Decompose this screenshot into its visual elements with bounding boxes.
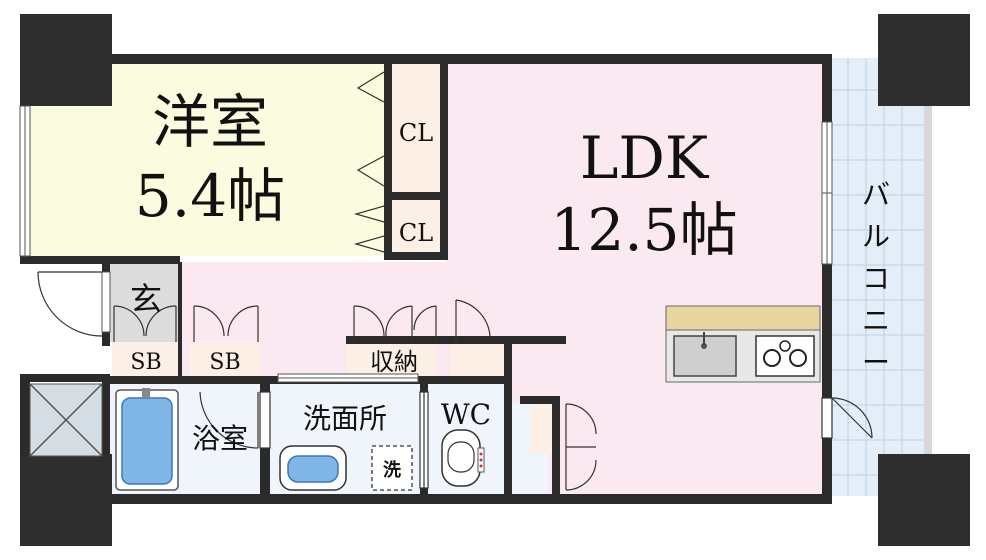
washer-space: [371, 445, 413, 491]
balcony-char-4: ニ: [862, 304, 890, 337]
window-hall: [277, 373, 419, 383]
closet-lower-floor: [392, 200, 440, 256]
stove: [755, 335, 815, 377]
balcony-door-swing: [821, 397, 873, 439]
entrance-floor: [110, 262, 180, 342]
toilet: [441, 429, 485, 487]
balcony-floor: [830, 58, 926, 496]
western-room-name: 洋室: [152, 88, 268, 156]
closet-upper-floor: [392, 64, 440, 192]
storage-doors: [353, 305, 437, 342]
bathtub: [115, 388, 179, 491]
sb-left-doors: [113, 305, 177, 342]
wc-door-swing: [419, 391, 429, 489]
closet-lower-doors: [353, 205, 385, 253]
sb-right-label: SB: [209, 350, 240, 375]
wash-basin: [279, 445, 347, 491]
small-closet-floor: [450, 344, 504, 376]
window-ldk: [821, 121, 833, 265]
storage-label: 収納: [370, 348, 418, 376]
pillar-top-left: [20, 14, 112, 106]
balcony-char-5: ー: [862, 346, 890, 379]
sb-left-floor: [112, 342, 178, 376]
balcony-tiles: [830, 58, 926, 496]
ldk-room-size: 12.5帖: [550, 196, 737, 264]
balcony-rail: [924, 58, 932, 496]
entrance-label: 玄: [130, 280, 162, 318]
bath-label: 浴室: [192, 422, 248, 455]
pillar-top-right: [878, 14, 970, 106]
closet-upper-doors: [356, 71, 385, 187]
bath-door-swing: [199, 391, 271, 449]
entrance-door-swing: [37, 271, 103, 337]
pillar-bottom-right: [878, 454, 970, 546]
balcony-char-2: ル: [862, 220, 890, 253]
balcony-char-3: コ: [862, 262, 890, 295]
closet-lower-label: CL: [399, 219, 433, 247]
pillar-bottom-left: [20, 454, 112, 546]
window-western: [19, 105, 31, 257]
washer-label: 洗: [383, 459, 401, 481]
fridge-doors: [565, 403, 597, 491]
ldk-room-name: LDK: [580, 124, 710, 192]
storage-floor: [346, 344, 436, 376]
small-closet-door: [455, 299, 491, 344]
shaft-x: [29, 383, 103, 457]
kitchen-counter: [665, 305, 821, 383]
balcony-label: バ ル コ ニ ー: [862, 178, 890, 379]
western-room-size: 5.4帖: [135, 162, 285, 230]
toilet-label: WC: [441, 398, 491, 431]
front-door-frame: [101, 271, 111, 333]
sb-right-floor: [190, 342, 260, 376]
balcony-char-1: バ: [862, 178, 890, 211]
sb-left-label: SB: [130, 350, 161, 375]
washroom-label: 洗面所: [303, 402, 387, 435]
sb-right-doors: [193, 305, 259, 342]
closet-upper-label: CL: [399, 119, 433, 147]
